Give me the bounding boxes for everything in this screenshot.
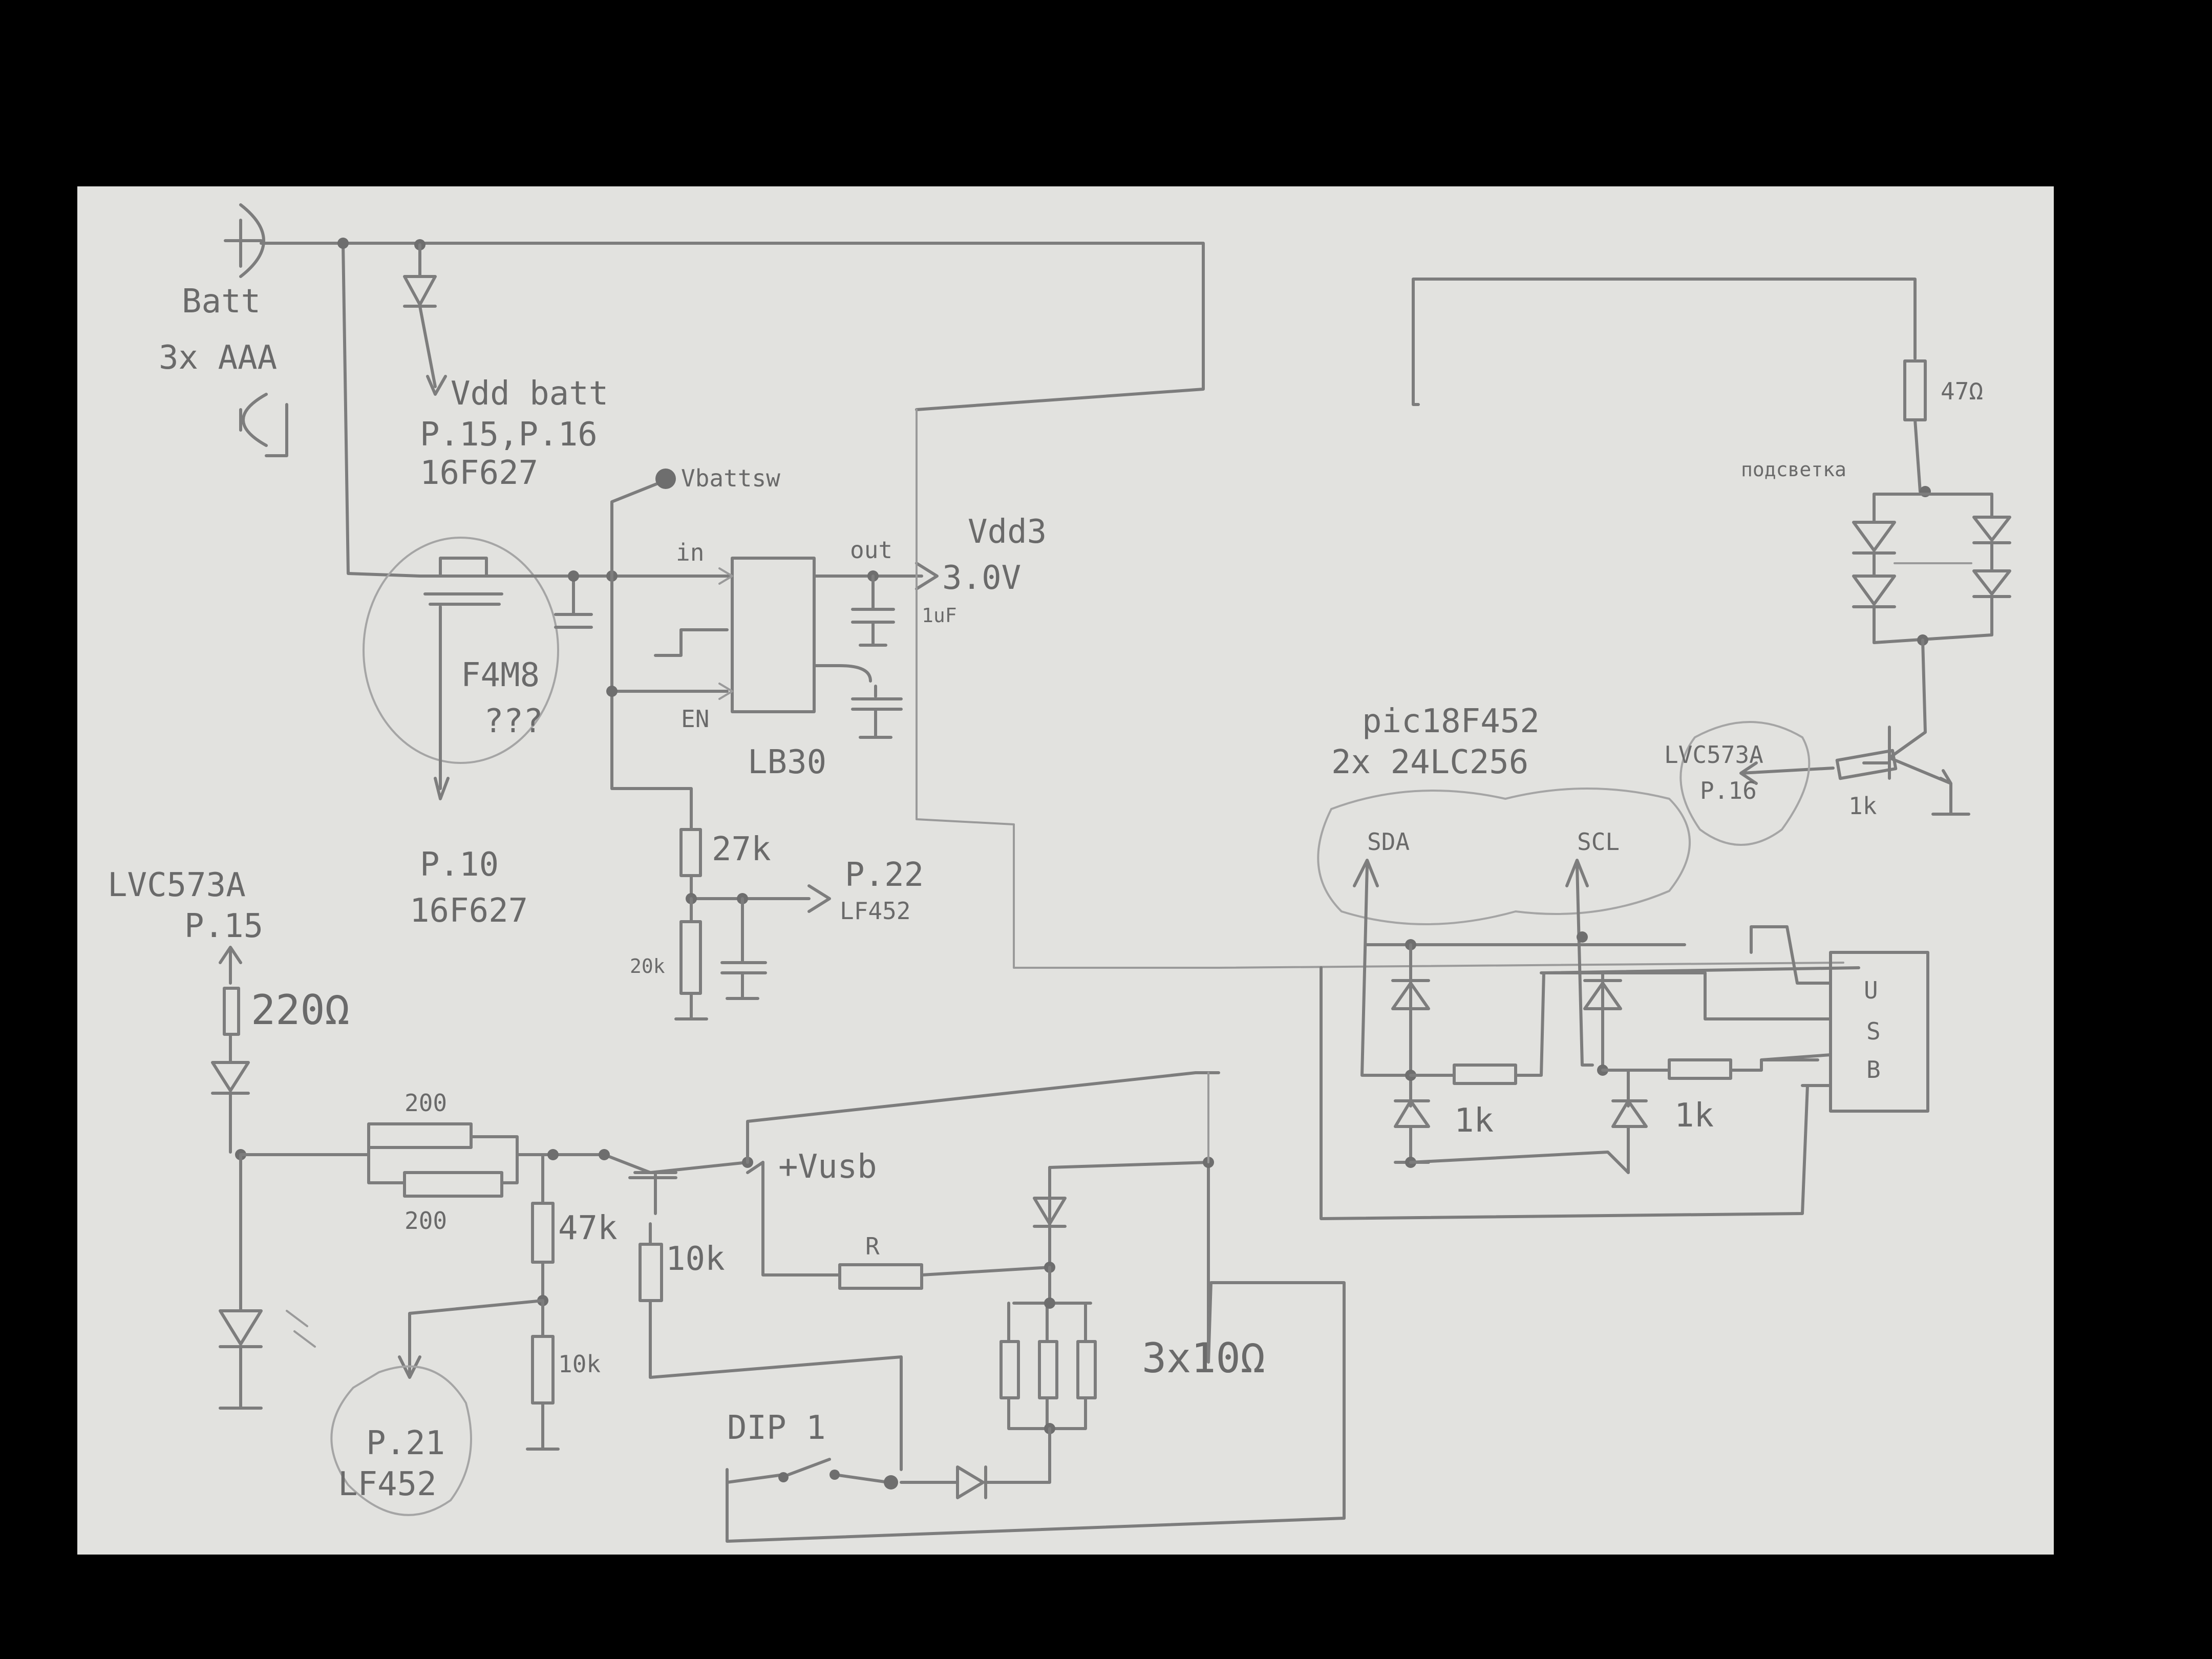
vdd3-cap: 1uF	[922, 604, 957, 627]
wire-divider	[610, 787, 693, 831]
sda-label: SDA	[1367, 828, 1410, 856]
mosfet-name: F4M8	[461, 656, 540, 694]
r10k-label: 10k	[666, 1240, 725, 1278]
led-driver-pin: P.15	[184, 907, 263, 945]
diode-dip	[900, 1465, 1020, 1499]
cap-mosfet	[554, 575, 593, 629]
divider-chip: LF452	[840, 897, 910, 925]
wire-top-rail	[260, 242, 1205, 411]
r3x10-label: 3x10Ω	[1142, 1334, 1265, 1382]
sda-line	[1360, 864, 1407, 1077]
backlight-ctrl-cloud	[1679, 721, 1811, 846]
resistor-10k	[526, 1299, 560, 1451]
r1k-b-label: 1k	[1674, 1097, 1714, 1135]
led-driver-chip: LVC573A	[108, 866, 246, 904]
regulator-out: out	[850, 536, 892, 564]
r200a-label: 200	[405, 1089, 447, 1117]
i2c-cloud	[1317, 788, 1691, 925]
usb-letter-s: S	[1866, 1017, 1881, 1045]
resistor-47k	[531, 1153, 555, 1302]
regulator-in: in	[676, 539, 704, 566]
backlight-ctrl-pin: P.16	[1700, 777, 1757, 804]
r-sense-label: R	[865, 1232, 880, 1260]
wire-left-drop	[342, 242, 421, 578]
resistor-200-pair	[367, 1122, 519, 1198]
scl-label: SCL	[1577, 828, 1620, 856]
backlight-transistor	[1739, 639, 1970, 816]
usb-letter-b: B	[1866, 1056, 1881, 1083]
battery-name: Batt	[182, 283, 261, 321]
transistor-vusb	[628, 1161, 903, 1471]
usb-letter-u: U	[1864, 976, 1878, 1004]
r1k-a-label: 1k	[1454, 1102, 1494, 1140]
wire-backlight-top	[1412, 278, 1917, 406]
divider-pin: P.22	[845, 856, 924, 894]
r200b-label: 200	[405, 1207, 447, 1235]
divider-r-bot: 20k	[630, 955, 665, 977]
wire-vusb	[746, 1071, 1220, 1164]
p10-chip: 16F627	[410, 892, 528, 930]
cap-en	[813, 664, 903, 739]
p10-pin: P.10	[420, 846, 499, 884]
wire-vdd3-route	[916, 409, 1844, 969]
led-driver-resistor: 220Ω	[251, 986, 350, 1034]
divider-r-top: 27k	[712, 831, 771, 868]
regulator-en: EN	[681, 705, 709, 733]
p21-pin: P.21	[366, 1424, 445, 1462]
pic-name: pic18F452	[1362, 703, 1540, 740]
battery-symbol	[224, 203, 288, 457]
r10k-b-label: 10k	[558, 1350, 601, 1378]
backlight-label: подсветка	[1741, 458, 1846, 481]
p21-chip: LF452	[338, 1465, 437, 1503]
mosfet-symbol	[418, 557, 534, 800]
diode-vdd-batt	[403, 243, 447, 396]
backlight-ctrl-chip: LVC573A	[1664, 741, 1763, 769]
vusb-label: +Vusb	[778, 1148, 877, 1186]
diode-vusb	[1033, 1166, 1067, 1269]
vdd-batt-label: Vdd batt	[451, 375, 608, 413]
vdd-batt-pins: P.15,P.16	[420, 416, 598, 454]
resistor-20k	[674, 897, 708, 1020]
vdd-batt-chip: 16F627	[420, 454, 538, 492]
cap-vdd3	[851, 575, 895, 647]
backlight-leds	[1852, 493, 2011, 644]
dip-label: DIP 1	[727, 1409, 826, 1447]
vbattsw-label: Vbattsw	[681, 464, 780, 492]
mosfet-note: ???	[484, 703, 543, 740]
regulator-name: LB30	[748, 743, 826, 781]
mosfet-cloud	[363, 537, 559, 764]
battery-detail: 3x AAA	[159, 339, 277, 377]
resistor-3x10	[999, 1266, 1097, 1430]
scl-line	[1576, 864, 1594, 1067]
r47k-label: 47k	[558, 1209, 618, 1247]
usb-connector	[1320, 925, 1929, 1220]
p21-cloud	[330, 1365, 472, 1516]
notebook-paper	[77, 186, 2054, 1555]
scl-diodes	[1583, 971, 1648, 1174]
dip-switch	[726, 1458, 898, 1490]
r47ohm-label: 47Ω	[1941, 377, 1983, 405]
pic-eeprom: 2x 24LC256	[1331, 743, 1528, 781]
sda-diodes	[1391, 943, 1430, 1164]
cap-divider	[720, 897, 767, 1000]
vdd3-label: Vdd3	[968, 513, 1047, 551]
led-driver	[211, 946, 250, 1154]
wire-vbattsw	[610, 480, 665, 578]
backlight-ctrl-resistor: 1k	[1848, 792, 1877, 820]
vdd3-value: 3.0V	[942, 559, 1021, 597]
